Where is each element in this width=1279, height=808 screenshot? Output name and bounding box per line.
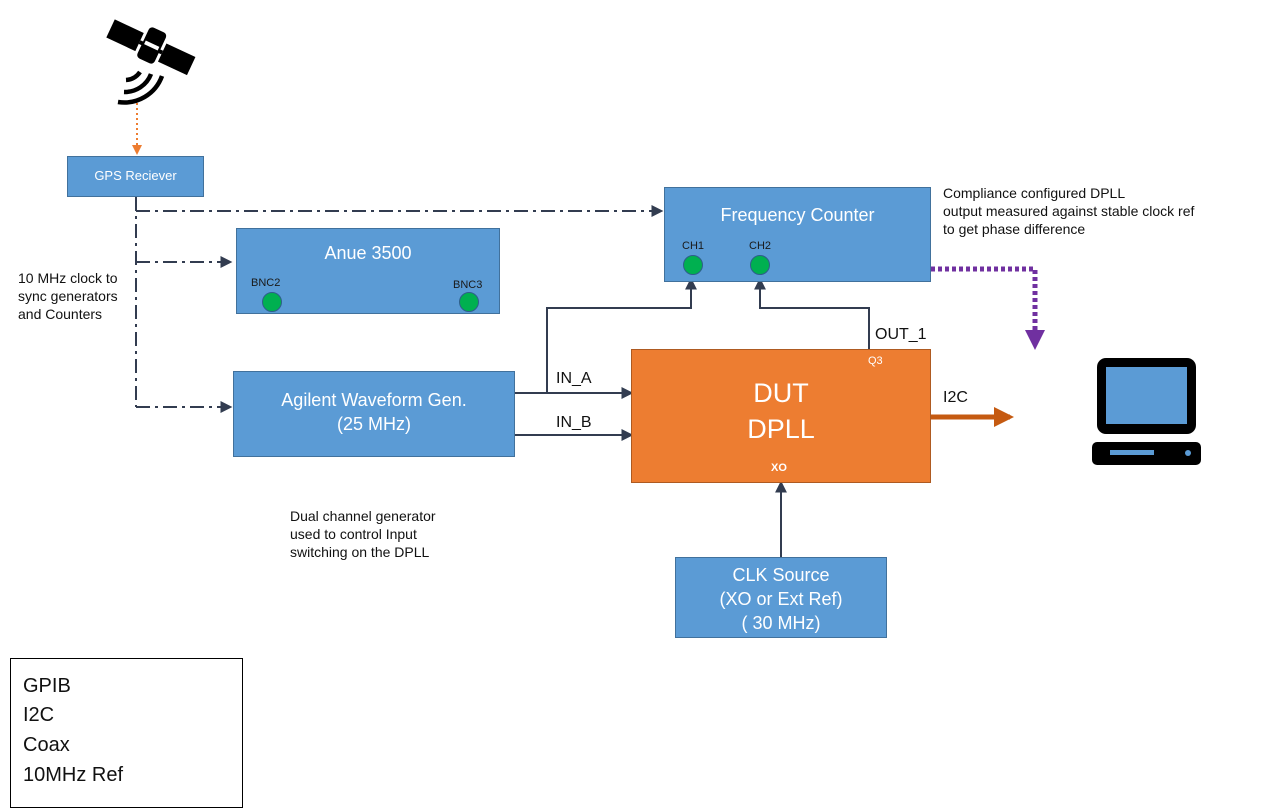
bnc2-port[interactable] xyxy=(262,292,282,312)
satellite-icon xyxy=(106,19,196,76)
frequency-counter-box[interactable]: Frequency Counter CH1 CH2 xyxy=(664,187,931,282)
gps-receiver-title: GPS Reciever xyxy=(94,168,177,183)
i2c-wire-label: I2C xyxy=(943,389,968,406)
gpib-link xyxy=(931,266,1045,350)
compliance-note: Compliance configured DPLL output measur… xyxy=(943,185,1195,237)
bnc2-label: BNC2 xyxy=(251,277,281,289)
ch1-label: CH1 xyxy=(682,240,705,252)
legend: GPIB I2C Coax 10MHz Ref xyxy=(10,658,243,808)
ch2-port[interactable] xyxy=(750,255,770,275)
agilent-title: Agilent Waveform Gen. xyxy=(281,390,467,410)
dpll-title: DPLL xyxy=(747,414,815,444)
gps-receiver-box[interactable]: GPS Reciever xyxy=(67,156,204,197)
in-a-label: IN_A xyxy=(556,370,592,387)
coax-lines xyxy=(515,277,870,557)
q3-label: Q3 xyxy=(868,355,883,367)
computer-monitor-icon xyxy=(1092,358,1201,465)
clk-source-line2: (XO or Ext Ref) xyxy=(719,589,843,609)
agilent-waveform-gen-box[interactable]: Agilent Waveform Gen. (25 MHz) xyxy=(233,371,515,457)
in-b-label: IN_B xyxy=(556,414,592,431)
bnc3-label: BNC3 xyxy=(453,279,483,291)
legend-gpib-label: GPIB xyxy=(23,675,71,697)
clk-source-line3: ( 30 MHz) xyxy=(741,613,821,633)
legend-ref-label: 10MHz Ref xyxy=(23,764,124,786)
sync-note: 10 MHz clock to sync generators and Coun… xyxy=(18,270,118,322)
dut-title: DUT xyxy=(753,378,809,408)
ref-10mhz-lines xyxy=(135,197,664,413)
signal-waves-icon xyxy=(117,70,165,105)
out-1-label: OUT_1 xyxy=(875,326,927,343)
xo-label: XO xyxy=(771,462,787,474)
clk-source-box[interactable]: CLK Source (XO or Ext Ref) ( 30 MHz) xyxy=(675,557,887,638)
ch1-port[interactable] xyxy=(683,255,703,275)
dut-dpll-box[interactable]: DUT DPLL Q3 XO xyxy=(631,349,931,483)
anue-3500-title: Anue 3500 xyxy=(324,243,412,263)
frequency-counter-title: Frequency Counter xyxy=(720,205,875,225)
anue-3500-box[interactable]: Anue 3500 BNC2 BNC3 xyxy=(236,228,500,314)
ch2-label: CH2 xyxy=(749,240,772,252)
bnc3-port[interactable] xyxy=(459,292,479,312)
dual-channel-note: Dual channel generator used to control I… xyxy=(290,508,436,560)
agilent-subtitle: (25 MHz) xyxy=(336,414,411,434)
legend-i2c-label: I2C xyxy=(23,704,55,726)
legend-coax-label: Coax xyxy=(23,734,70,756)
clk-source-line1: CLK Source xyxy=(732,565,830,585)
